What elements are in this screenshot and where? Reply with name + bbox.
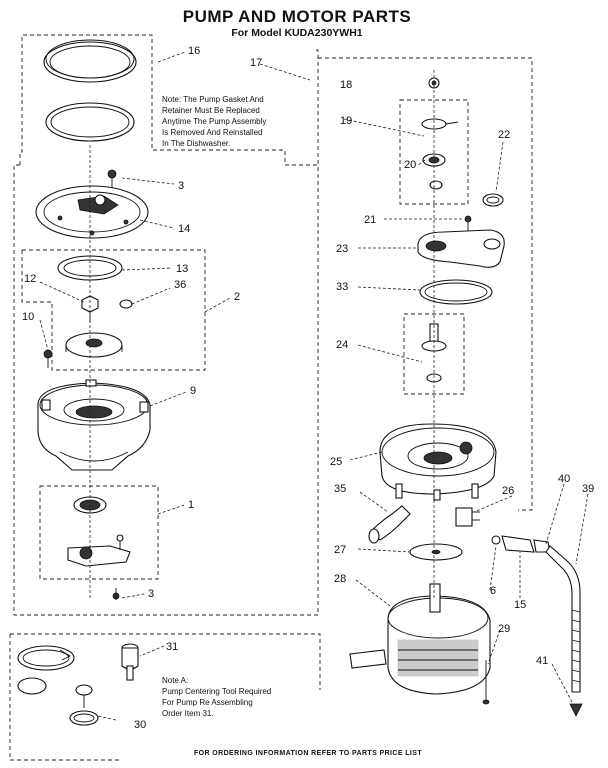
svg-text:For Pump Re Assembling: For Pump Re Assembling: [162, 698, 253, 707]
screw-bottom: [112, 588, 120, 600]
callout-20: 20: [404, 159, 416, 171]
pump-cover-plate: [35, 185, 149, 239]
motor-28: [349, 583, 491, 695]
callout-28: 28: [334, 573, 346, 585]
callout-14: 14: [178, 223, 190, 235]
tool-kit-30: [17, 645, 99, 726]
svg-text:Order Item 31.: Order Item 31.: [162, 709, 214, 718]
bearing-plate-23: [417, 229, 505, 268]
svg-text:Note A:: Note A:: [162, 676, 188, 685]
coupling-top: [421, 118, 459, 130]
callout-35: 35: [334, 483, 346, 495]
callout-29: 29: [498, 623, 510, 635]
callout-2: 2: [234, 291, 240, 303]
small-seal-36: [119, 299, 133, 309]
callout-24: 24: [336, 339, 348, 351]
svg-text:Pump Centering Tool Required: Pump Centering Tool Required: [162, 687, 271, 696]
screw-10: [43, 349, 53, 368]
screw-21: [464, 215, 472, 232]
tool-note: Note A: Pump Centering Tool Required For…: [162, 676, 271, 718]
callout-41: 41: [536, 655, 548, 667]
callout-33: 33: [336, 281, 348, 293]
fitting-6-15: [491, 535, 551, 553]
callout-39: 39: [582, 483, 594, 495]
drain-hose-39-41: [545, 545, 583, 717]
callout-26: 26: [502, 485, 514, 497]
callout-22: 22: [498, 129, 510, 141]
callout-21: 21: [364, 214, 376, 226]
svg-text:Is Removed And Reinstalled: Is Removed And Reinstalled: [162, 128, 263, 137]
callout-12: 12: [24, 273, 36, 285]
callout-1: 1: [188, 499, 194, 511]
callout-25: 25: [330, 456, 342, 468]
svg-text:In The Dishwasher.: In The Dishwasher.: [162, 139, 230, 148]
callout-17: 17: [250, 57, 262, 69]
disc-27: [409, 543, 463, 561]
coupling-group-box: [399, 99, 469, 205]
callout-15: 15: [514, 599, 526, 611]
hose-35: [368, 505, 411, 544]
svg-text:Note: The Pump Gasket And: Note: The Pump Gasket And: [162, 95, 264, 104]
ordering-footer: FOR ORDERING INFORMATION REFER TO PARTS …: [194, 750, 422, 757]
callout-10: 10: [22, 311, 34, 323]
callout-6: 6: [490, 585, 496, 597]
impeller-nut: [81, 295, 99, 322]
page-title: PUMP AND MOTOR PARTS: [183, 7, 412, 26]
tools-box: [9, 633, 321, 761]
callout-19: 19: [340, 115, 352, 127]
callout-40: 40: [558, 473, 570, 485]
callout-36: 36: [174, 279, 186, 291]
callout-30: 30: [134, 719, 146, 731]
callout-9: 9: [190, 385, 196, 397]
callout-27: 27: [334, 544, 346, 556]
o-ring-33: [419, 279, 493, 305]
svg-text:Anytime The Pump Assembly: Anytime The Pump Assembly: [162, 117, 266, 126]
callout-3-top: 3: [178, 180, 184, 192]
pump-gasket-retainer-rings: [43, 39, 137, 142]
impeller-group-box: [21, 249, 206, 371]
shaft-seal-group-box: [403, 313, 465, 395]
callout-numbers: 16 17 3 14 13 12 36 2 10 9 1 3 18 19 20 …: [22, 45, 594, 731]
motor-assembly-boundary: [318, 57, 533, 511]
callout-18: 18: [340, 79, 352, 91]
impeller: [65, 332, 123, 358]
centering-tool-31: [121, 643, 139, 681]
seal-22: [482, 193, 504, 207]
motor-mount-25: [379, 423, 497, 501]
callout-31: 31: [166, 641, 178, 653]
model-subtitle: For Model KUDA230YWH1: [231, 27, 362, 39]
screw-top: [107, 169, 117, 188]
svg-text:Retainer Must Be Replaced: Retainer Must Be Replaced: [162, 106, 260, 115]
drain-valve-body: [67, 534, 131, 567]
drain-group-box: [39, 485, 159, 580]
switch-26: [455, 507, 480, 527]
pump-assembly-boundary: [13, 34, 319, 616]
pump-housing: [37, 379, 151, 471]
callout-3-bottom: 3: [148, 588, 154, 600]
callout-16: 16: [188, 45, 200, 57]
callout-23: 23: [336, 243, 348, 255]
leader-lines: [39, 51, 589, 721]
bolt-29: [482, 660, 490, 705]
gasket-note: Note: The Pump Gasket And Retainer Must …: [162, 95, 266, 148]
callout-13: 13: [176, 263, 188, 275]
